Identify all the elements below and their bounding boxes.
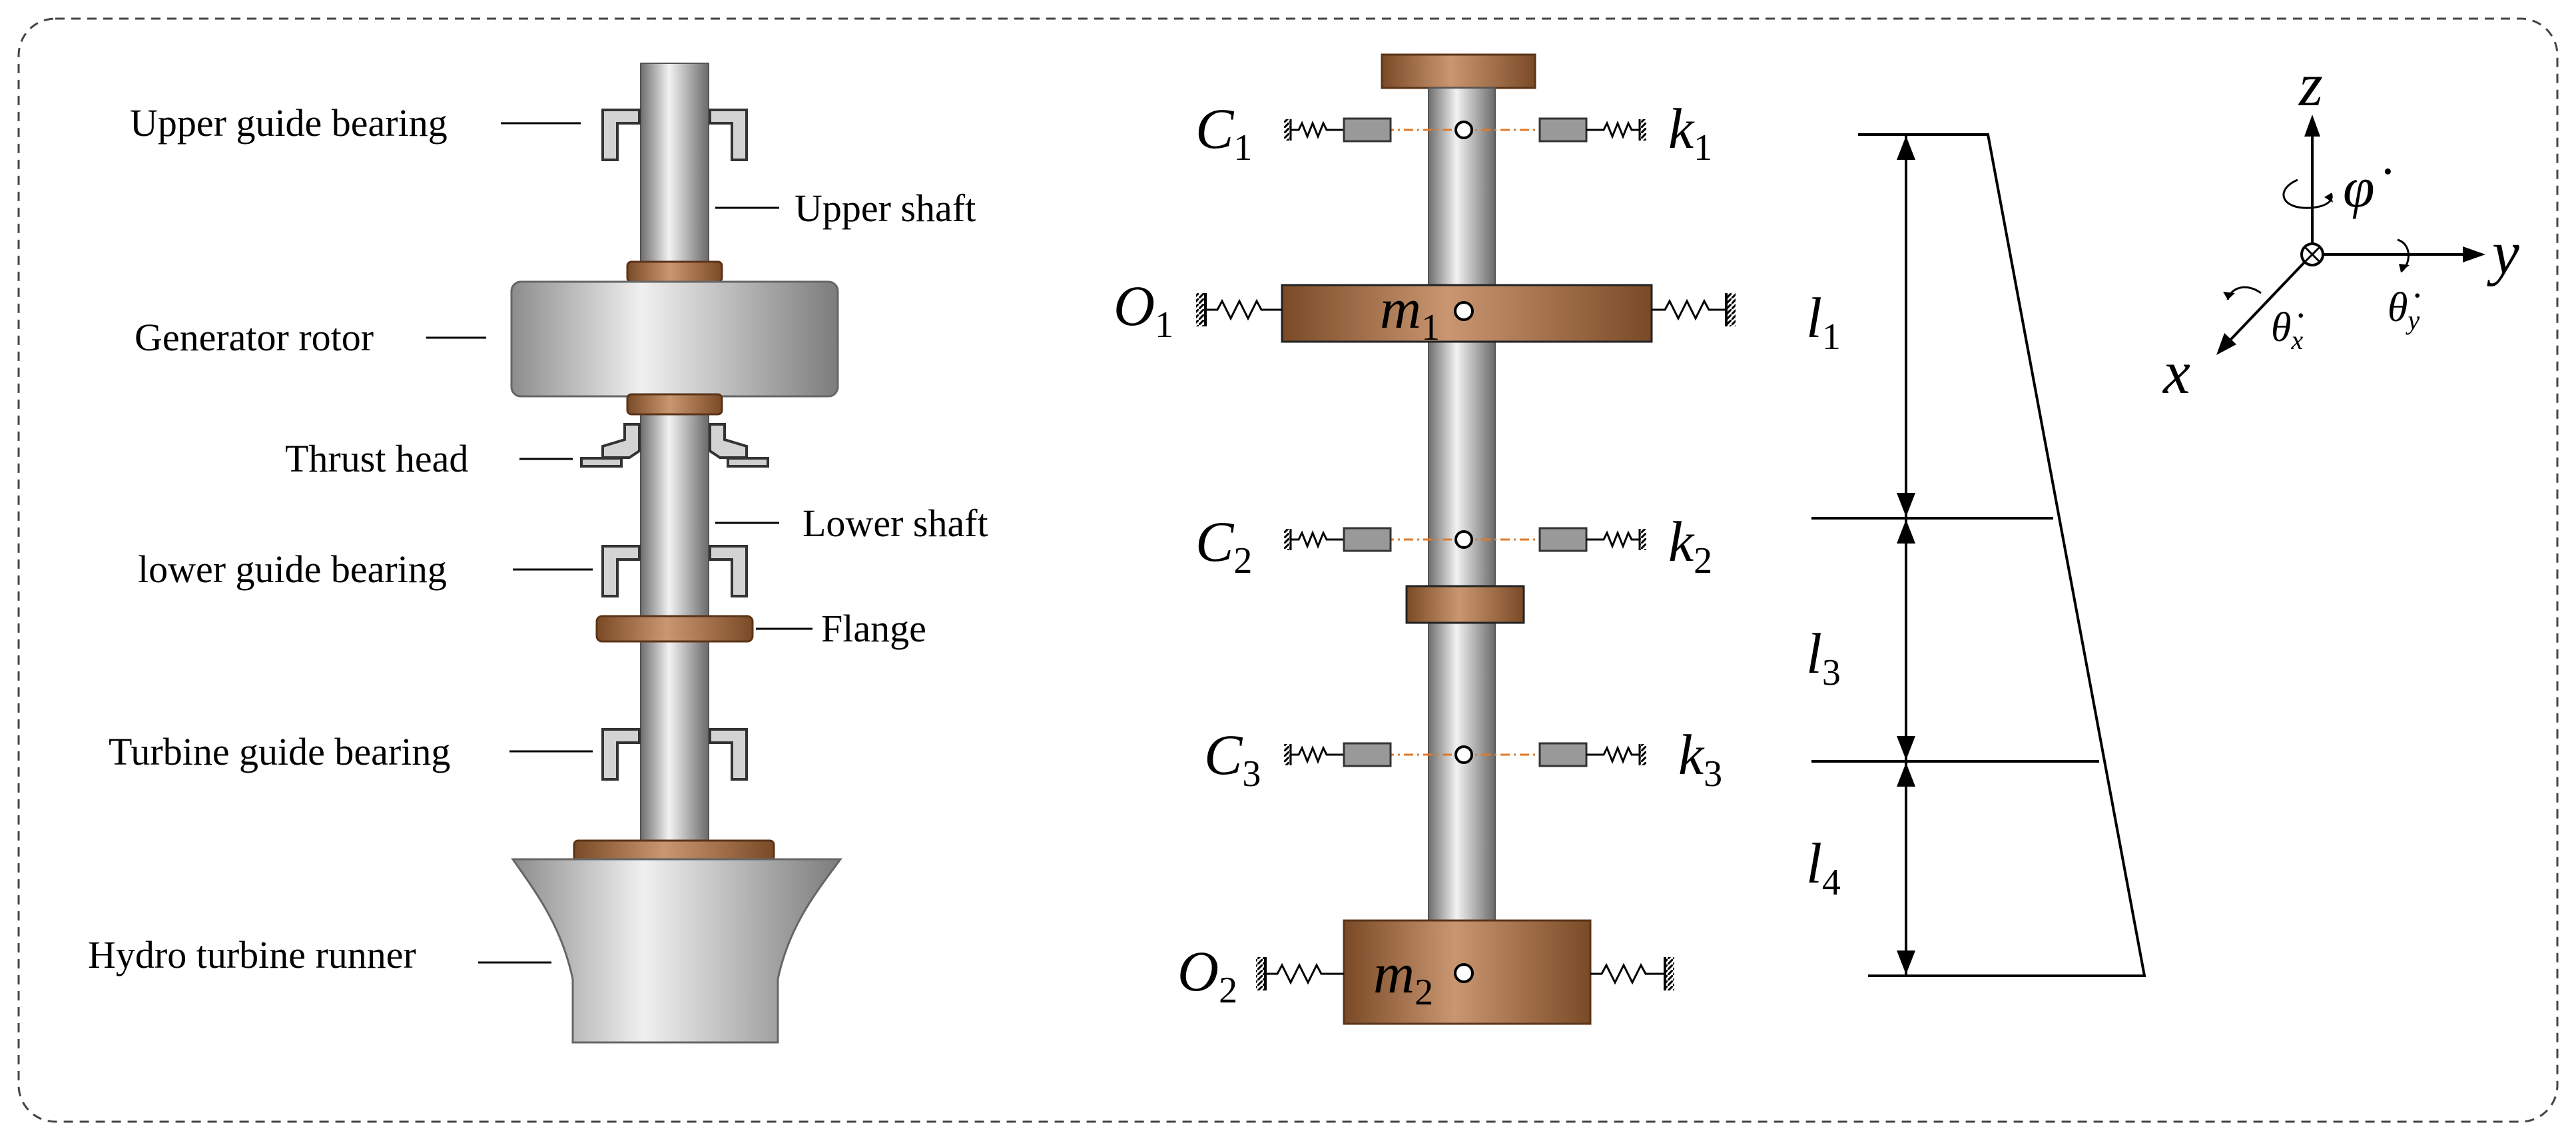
lower-guide-bearing-left bbox=[601, 545, 641, 597]
label-hydro-turbine-runner: Hydro turbine runner bbox=[88, 933, 416, 976]
bearing-supports bbox=[1284, 117, 1646, 767]
label-upper-shaft: Upper shaft bbox=[795, 187, 976, 230]
lower-guide-bearing-right bbox=[709, 545, 748, 597]
spring-o2-right bbox=[1590, 957, 1674, 990]
bearing-1-damper-left bbox=[1343, 117, 1392, 143]
bearing-3-damper-right bbox=[1538, 742, 1588, 767]
bearing-1-ground-left bbox=[1284, 119, 1291, 141]
y-axis-arrow bbox=[2463, 246, 2485, 262]
label-lower-shaft: Lower shaft bbox=[803, 502, 988, 545]
bearing-1-ground-right bbox=[1640, 119, 1646, 141]
upper-shaft bbox=[640, 63, 709, 277]
label-k3: k3 bbox=[1678, 723, 1722, 795]
physical-layout: Upper guide bearing Upper shaft Generato… bbox=[88, 63, 988, 1044]
label-o1: O1 bbox=[1114, 274, 1173, 346]
upper-coupling bbox=[626, 260, 723, 283]
upper-guide-bearing-left bbox=[601, 109, 641, 161]
diagram-frame bbox=[17, 17, 2559, 1123]
label-theta-x: θ̇x bbox=[2271, 305, 2303, 355]
model-shaft bbox=[1428, 87, 1496, 929]
label-l4: l4 bbox=[1806, 831, 1841, 903]
label-theta-y: θ̇y bbox=[2388, 285, 2419, 335]
bearing-1-spring-left bbox=[1291, 120, 1344, 140]
label-phi-dot: φ̇ bbox=[2343, 155, 2392, 219]
model-flange bbox=[1405, 585, 1525, 624]
label-k1: k1 bbox=[1668, 97, 1712, 169]
bearing-3-node bbox=[1454, 745, 1473, 764]
turbine-guide-bearing-left bbox=[601, 728, 641, 781]
bearing-3-ground-left bbox=[1284, 744, 1291, 765]
bearing-1-support bbox=[1284, 117, 1646, 143]
bearing-3-damper-left bbox=[1343, 742, 1392, 767]
hydro-turbine-runner bbox=[511, 858, 842, 1044]
label-l1: l1 bbox=[1806, 286, 1841, 358]
bearing-3-spring-left bbox=[1291, 745, 1344, 765]
coordinate-system: z y x φ̇ θ̇y θ̇x bbox=[2162, 51, 2519, 406]
bearing-2-support bbox=[1284, 527, 1646, 552]
length-dimensions: l1 l3 l4 bbox=[1806, 133, 2146, 977]
thrust-pad-right bbox=[727, 457, 769, 468]
thrust-head-right bbox=[709, 423, 748, 459]
spring-o1-right bbox=[1652, 293, 1736, 326]
bearing-2-node bbox=[1454, 530, 1473, 549]
bearing-3-support bbox=[1284, 742, 1646, 767]
bearing-3-ground-right bbox=[1640, 744, 1646, 765]
lower-coupling bbox=[626, 393, 723, 416]
label-thrust-head: Thrust head bbox=[285, 437, 468, 480]
dim-l3-arrow-bottom bbox=[1897, 736, 1915, 760]
label-c3: C3 bbox=[1204, 723, 1261, 795]
node-m2 bbox=[1454, 963, 1474, 983]
upper-guide-bearing-right bbox=[709, 109, 748, 161]
bearing-1-node bbox=[1454, 121, 1473, 139]
bearing-1-spring-right bbox=[1586, 120, 1640, 140]
bearing-2-damper-right bbox=[1538, 527, 1588, 552]
spring-o2-left bbox=[1256, 957, 1344, 990]
x-axis bbox=[2220, 261, 2306, 351]
dim-l3-arrow-top bbox=[1897, 520, 1915, 544]
bearing-1-damper-right bbox=[1538, 117, 1588, 143]
node-m1 bbox=[1454, 301, 1474, 321]
runner-collar bbox=[573, 839, 775, 862]
dim-l4-arrow-bottom bbox=[1897, 951, 1915, 974]
label-y: y bbox=[2487, 218, 2519, 286]
turbine-guide-bearing-right bbox=[709, 728, 748, 781]
label-x: x bbox=[2162, 338, 2190, 406]
bearing-2-ground-left bbox=[1284, 529, 1291, 550]
label-turbine-guide-bearing: Turbine guide bearing bbox=[109, 730, 450, 773]
z-axis-arrow bbox=[2304, 115, 2320, 137]
bearing-2-spring-right bbox=[1586, 530, 1640, 550]
label-o2: O2 bbox=[1177, 939, 1237, 1011]
label-m2: m2 bbox=[1373, 941, 1433, 1013]
x-axis-arrow bbox=[2216, 333, 2236, 355]
bearing-3-spring-right bbox=[1586, 745, 1640, 765]
label-c2: C2 bbox=[1195, 510, 1252, 581]
cone-outline bbox=[1858, 133, 2146, 977]
thrust-head-left bbox=[601, 423, 641, 459]
bearing-2-spring-left bbox=[1291, 530, 1344, 550]
label-upper-guide-bearing: Upper guide bearing bbox=[130, 101, 448, 145]
rotation-phi-arc bbox=[2282, 179, 2333, 209]
label-flange: Flange bbox=[821, 607, 926, 650]
dynamic-model: C1 k1 O1 m1 C2 k2 C3 k3 O2 m2 bbox=[1114, 53, 1736, 1025]
label-lower-guide-bearing: lower guide bearing bbox=[138, 548, 447, 591]
top-cap bbox=[1381, 53, 1536, 89]
dim-l1-arrow-bottom bbox=[1897, 493, 1915, 517]
label-m1: m1 bbox=[1380, 276, 1440, 348]
bearing-2-ground-right bbox=[1640, 529, 1646, 550]
dim-l4-arrow-top bbox=[1897, 763, 1915, 787]
label-generator-rotor: Generator rotor bbox=[135, 316, 374, 359]
generator-rotor bbox=[510, 280, 839, 398]
thrust-pad-left bbox=[580, 457, 623, 468]
flange bbox=[595, 615, 754, 643]
label-k2: k2 bbox=[1668, 510, 1712, 581]
spring-o1-left bbox=[1196, 293, 1282, 326]
label-l3: l3 bbox=[1806, 621, 1841, 693]
bearing-2-damper-left bbox=[1343, 527, 1392, 552]
dim-l1-arrow-top bbox=[1897, 136, 1915, 160]
label-c1: C1 bbox=[1195, 97, 1252, 169]
label-z: z bbox=[2298, 51, 2323, 119]
